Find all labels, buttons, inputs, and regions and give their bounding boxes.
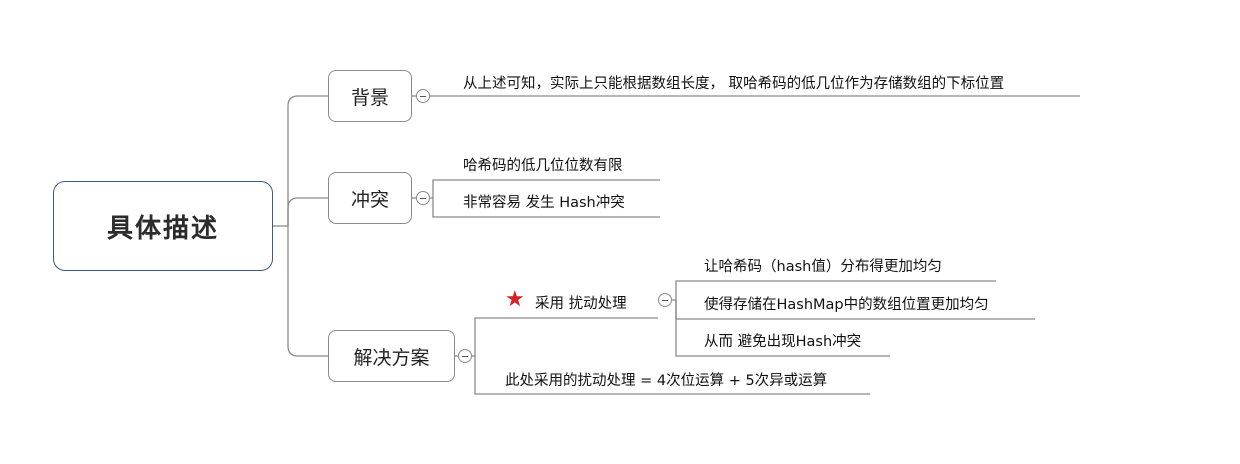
solution-sub-item: 让哈希码（hash值）分布得更加均匀 [704,259,942,275]
solution-note: 此处采用的扰动处理 = 4次位运算 + 5次异或运算 [505,373,828,389]
branch-solution-label: 解决方案 [353,346,430,369]
solution-sub-label: 采用 扰动处理 [535,296,627,312]
background-item: 从上述可知，实际上只能根据数组长度， 取哈希码的低几位作为存储数组的下标位置 [463,76,1005,92]
root-label: 具体描述 [106,213,219,244]
solution-sub-item: 从而 避免出现Hash冲突 [704,334,862,350]
solution-sub-item: 使得存储在HashMap中的数组位置更加均匀 [704,297,989,313]
star-icon: ★ [505,287,525,312]
branch-conflict[interactable]: 冲突 [328,172,412,224]
collapse-icon[interactable] [458,349,472,363]
collapse-icon[interactable] [658,293,672,307]
branch-solution[interactable]: 解决方案 [328,330,455,382]
branch-background[interactable]: 背景 [328,70,412,122]
branch-background-label: 背景 [350,86,389,109]
branch-conflict-label: 冲突 [350,188,389,211]
conflict-item: 非常容易 发生 Hash冲突 [463,195,625,211]
root-node[interactable]: 具体描述 [53,181,273,271]
collapse-icon[interactable] [416,89,430,103]
conflict-item: 哈希码的低几位位数有限 [463,158,623,174]
collapse-icon[interactable] [416,191,430,205]
